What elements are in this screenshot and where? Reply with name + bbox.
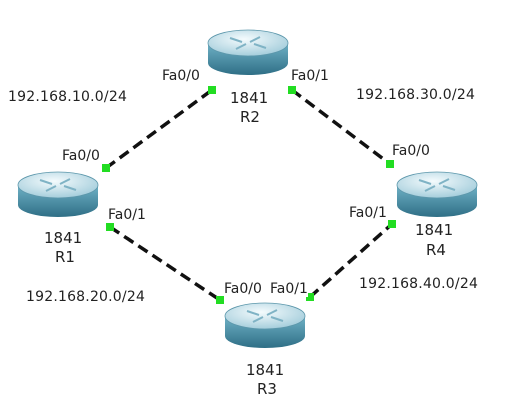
- port-indicator: [106, 223, 114, 231]
- router-name-label: R3: [257, 380, 277, 398]
- port-label: Fa0/1: [291, 68, 329, 84]
- port-label: Fa0/1: [269, 281, 308, 297]
- router-name-label: R1: [55, 248, 75, 266]
- router-icon[interactable]: [17, 171, 99, 217]
- port-indicator: [306, 293, 314, 301]
- router-model-label: 1841: [230, 89, 269, 107]
- port-label: Fa0/0: [224, 281, 262, 297]
- port-label: Fa0/1: [349, 205, 387, 221]
- port-indicator: [386, 160, 394, 168]
- router-icon[interactable]: [224, 302, 306, 348]
- port-label: Fa0/0: [162, 68, 200, 84]
- network-label: 192.168.40.0/24: [359, 276, 479, 292]
- port-indicator: [208, 86, 216, 94]
- port-indicator: [216, 296, 224, 304]
- network-label: 192.168.10.0/24: [8, 89, 128, 105]
- link-r2-r4[interactable]: [288, 86, 394, 168]
- network-label: 192.168.30.0/24: [356, 87, 476, 103]
- port-indicator: [102, 164, 110, 172]
- network-label: 192.168.20.0/24: [26, 289, 146, 305]
- port-indicator: [388, 220, 396, 228]
- port-label: Fa0/1: [108, 207, 146, 223]
- router-model-label: 1841: [415, 221, 454, 239]
- port-label: Fa0/0: [62, 148, 100, 164]
- router-name-label: R2: [240, 108, 260, 126]
- router-model-label: 1841: [246, 361, 285, 379]
- router-icon[interactable]: [396, 171, 478, 217]
- port-indicator: [288, 86, 296, 94]
- router-icon[interactable]: [207, 29, 289, 75]
- port-label: Fa0/0: [392, 143, 430, 159]
- router-name-label: R4: [426, 241, 446, 259]
- link-r3-r4[interactable]: [306, 220, 396, 301]
- router-model-label: 1841: [44, 229, 83, 247]
- link-r1-r3[interactable]: [106, 223, 224, 304]
- link-r1-r2[interactable]: [102, 86, 216, 172]
